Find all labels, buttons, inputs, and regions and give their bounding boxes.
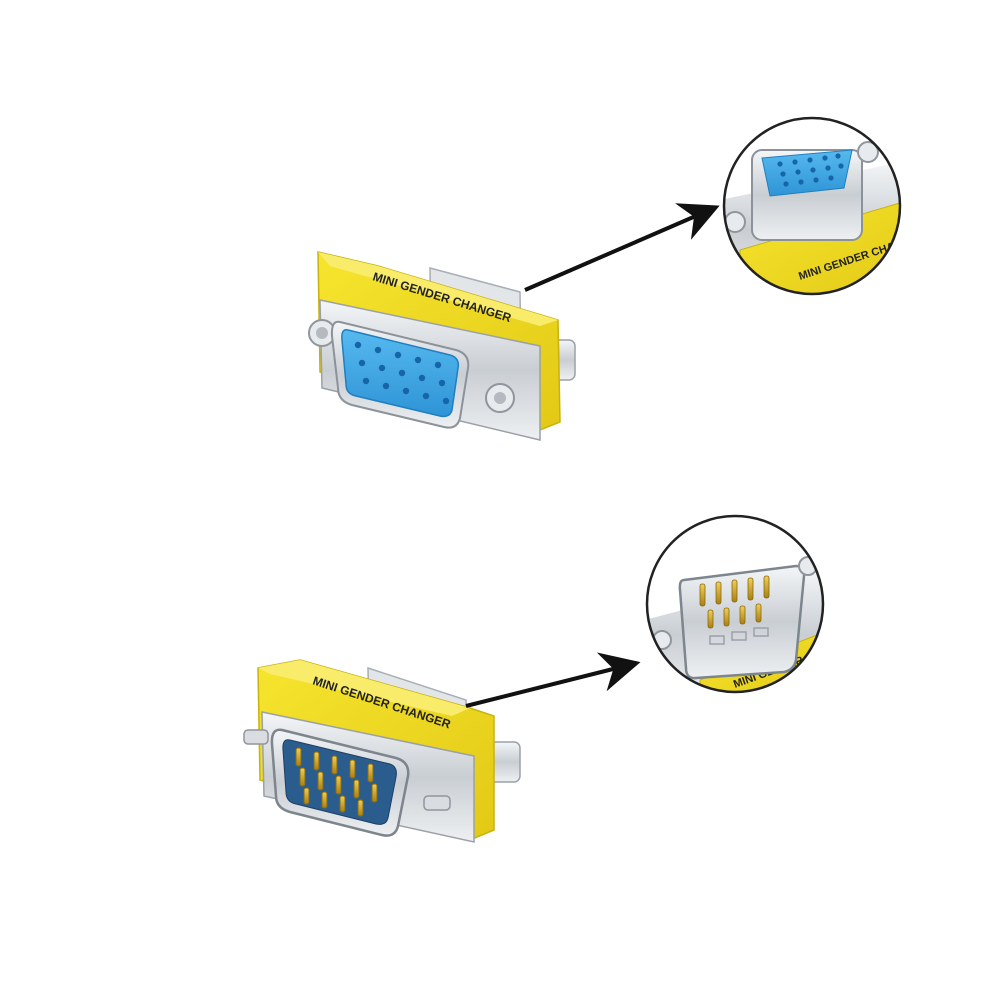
male-zoom-circle: MINI GENDER CHANGER	[645, 514, 825, 694]
female-pin-holes	[354, 341, 450, 405]
arrow-icon	[524, 203, 720, 292]
arrow-icon	[465, 652, 641, 708]
male-adapter: MINI GENDER CHANGER	[243, 659, 521, 843]
female-zoom-circle: MINI GENDER CHANGER	[722, 116, 902, 296]
male-pins	[295, 747, 378, 817]
female-adapter: MINI GENDER CHANGER	[308, 251, 576, 441]
